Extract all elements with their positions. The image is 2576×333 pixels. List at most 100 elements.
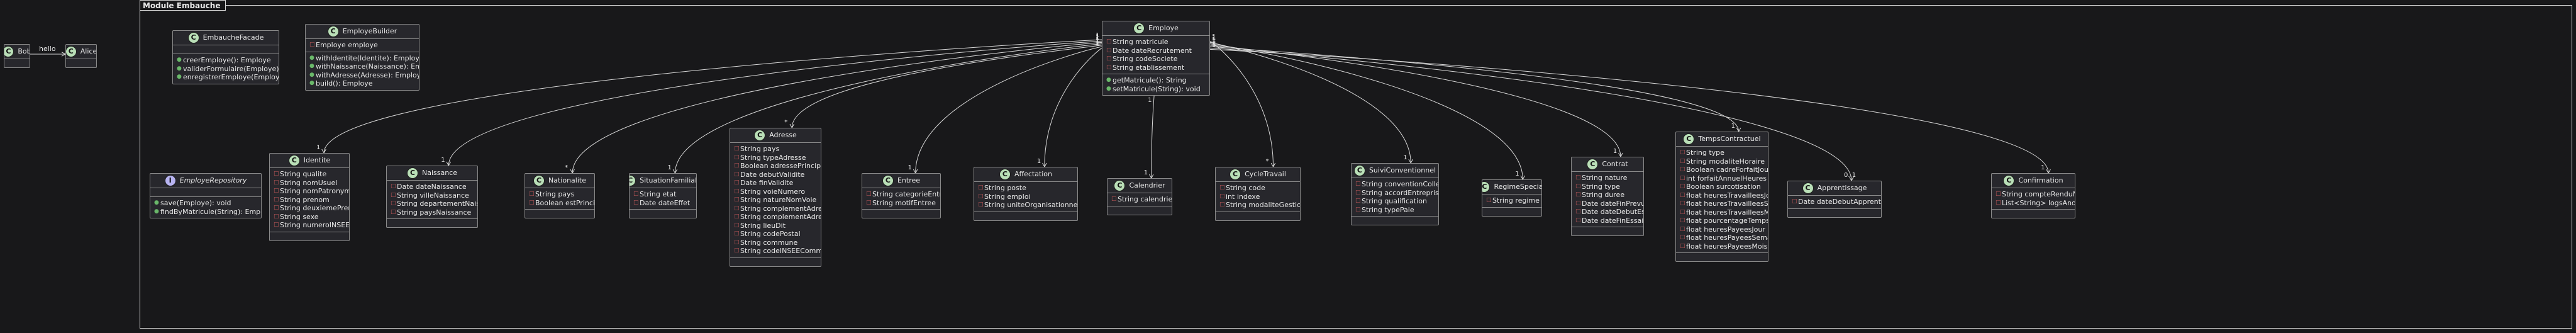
attribute-row: □String complementAdresse1 bbox=[734, 205, 821, 213]
target-multiplicity: 1 bbox=[1143, 169, 1148, 176]
attribute-row-text: String typePaie bbox=[1362, 205, 1414, 214]
method-row: ●enregistrerEmploye(Employe): void bbox=[177, 73, 279, 82]
attribute-row: □String nomUsuel bbox=[274, 179, 346, 188]
private-visibility-icon: □ bbox=[866, 199, 872, 206]
class-name: RegimeSpecial bbox=[1494, 183, 1542, 191]
method-row-text: withNaissance(Naissance): EmployeBuilder bbox=[316, 62, 419, 71]
class-icon: C bbox=[1802, 183, 1814, 194]
private-visibility-icon: □ bbox=[309, 42, 315, 48]
attribute-row-text: Date dateNaissance bbox=[397, 183, 467, 191]
attribute-row-text: Date debutValidite bbox=[740, 170, 805, 179]
private-visibility-icon: □ bbox=[1996, 199, 2001, 206]
private-visibility-icon: □ bbox=[274, 179, 279, 186]
association-line bbox=[791, 45, 1102, 128]
private-visibility-icon: □ bbox=[734, 145, 740, 152]
attribute-row-text: String modaliteGestionTemps bbox=[1226, 201, 1300, 209]
attribute-row-text: String type bbox=[1582, 182, 1620, 191]
attribute-row: □String regime bbox=[1486, 196, 1540, 205]
public-visibility-icon: ● bbox=[154, 200, 159, 206]
method-row-text: creerEmploye(): Employe bbox=[183, 56, 271, 64]
public-visibility-icon: ● bbox=[177, 57, 182, 63]
class-name: Nationalite bbox=[548, 176, 586, 185]
attribute-row-text: String codeSociete bbox=[1113, 55, 1178, 63]
attribute-row: □Date dateNaissance bbox=[391, 183, 474, 191]
association-line bbox=[1209, 42, 1411, 164]
attribute-row: □String deuxiemePrenom bbox=[274, 204, 349, 213]
attribute-row-text: String codePostal bbox=[740, 230, 801, 238]
private-visibility-icon: □ bbox=[274, 205, 279, 211]
attribute-row: □float heuresPayeesSemaine bbox=[1680, 234, 1768, 242]
attribute-row-text: Date dateFinEssai bbox=[1582, 216, 1644, 225]
private-visibility-icon: □ bbox=[1111, 196, 1117, 202]
method-row: ●validerFormulaire(Employe): Confirmatio… bbox=[177, 65, 279, 74]
attribute-row: □String compteRenduMiseAJour bbox=[1996, 190, 2075, 199]
private-visibility-icon: □ bbox=[1575, 217, 1581, 223]
method-row-text: build(): Employe bbox=[316, 79, 373, 87]
message-label: hello bbox=[39, 45, 56, 53]
private-visibility-icon: □ bbox=[734, 222, 740, 229]
class-icon: C bbox=[999, 169, 1011, 180]
package-frame bbox=[140, 5, 2572, 329]
method-row-text: validerFormulaire(Employe): Confirmation bbox=[183, 64, 279, 73]
attribute-row: □String departementNaissance bbox=[391, 200, 477, 208]
attribute-row-text: String accordEntreprise bbox=[1362, 188, 1439, 197]
attribute-row: □String nature bbox=[1575, 174, 1640, 183]
attribute-row: □String complementAdresse2 bbox=[734, 213, 821, 222]
attribute-row-text: int forfaitAnnuelHeures bbox=[1686, 174, 1767, 183]
class-name: EmployeRepository bbox=[179, 176, 247, 185]
target-multiplicity: 1 bbox=[1403, 154, 1407, 161]
association-line bbox=[448, 40, 1102, 166]
class-name: Employe bbox=[1148, 24, 1179, 33]
attribute-row: □float heuresTravailleesMois bbox=[1680, 208, 1768, 217]
private-visibility-icon: □ bbox=[1575, 200, 1581, 206]
method-row: ●withAdresse(Adresse): EmployeBuilder bbox=[309, 71, 419, 80]
private-visibility-icon: □ bbox=[1792, 198, 1797, 205]
class-situation[interactable]: CSituationFamiliale□String etat□Date dat… bbox=[629, 173, 697, 218]
target-multiplicity: * bbox=[565, 164, 569, 171]
method-row-text: save(Employe): void bbox=[160, 199, 231, 207]
private-visibility-icon: □ bbox=[734, 154, 740, 161]
class-icon: C bbox=[2003, 175, 2015, 186]
private-visibility-icon: □ bbox=[1575, 183, 1581, 189]
attribute-row-text: Date dateFinPrevue bbox=[1582, 199, 1644, 208]
source-multiplicity: 1 bbox=[1096, 33, 1100, 41]
attribute-row: □String lieuDit bbox=[734, 222, 818, 230]
private-visibility-icon: □ bbox=[1575, 191, 1581, 198]
private-visibility-icon: □ bbox=[1355, 198, 1361, 204]
target-multiplicity: 1 bbox=[316, 144, 321, 151]
class-name: Bob bbox=[18, 47, 30, 56]
attribute-row: □String modaliteHoraire bbox=[1680, 157, 1765, 166]
target-multiplicity: 1 bbox=[667, 164, 672, 171]
private-visibility-icon: □ bbox=[529, 191, 535, 197]
attribute-row: □int forfaitAnnuelHeures bbox=[1680, 174, 1767, 183]
attribute-row-text: String pays bbox=[740, 145, 780, 153]
attribute-row-text: int indexe bbox=[1226, 192, 1260, 201]
attribute-row: □String codeSociete bbox=[1106, 55, 1206, 64]
class-icon: C bbox=[406, 167, 418, 179]
private-visibility-icon: □ bbox=[734, 230, 740, 237]
public-visibility-icon: ● bbox=[1106, 77, 1111, 83]
attribute-row-text: String compteRenduMiseAJour bbox=[2002, 190, 2075, 198]
private-visibility-icon: □ bbox=[529, 199, 535, 206]
attribute-row-text: String pays bbox=[535, 190, 575, 198]
